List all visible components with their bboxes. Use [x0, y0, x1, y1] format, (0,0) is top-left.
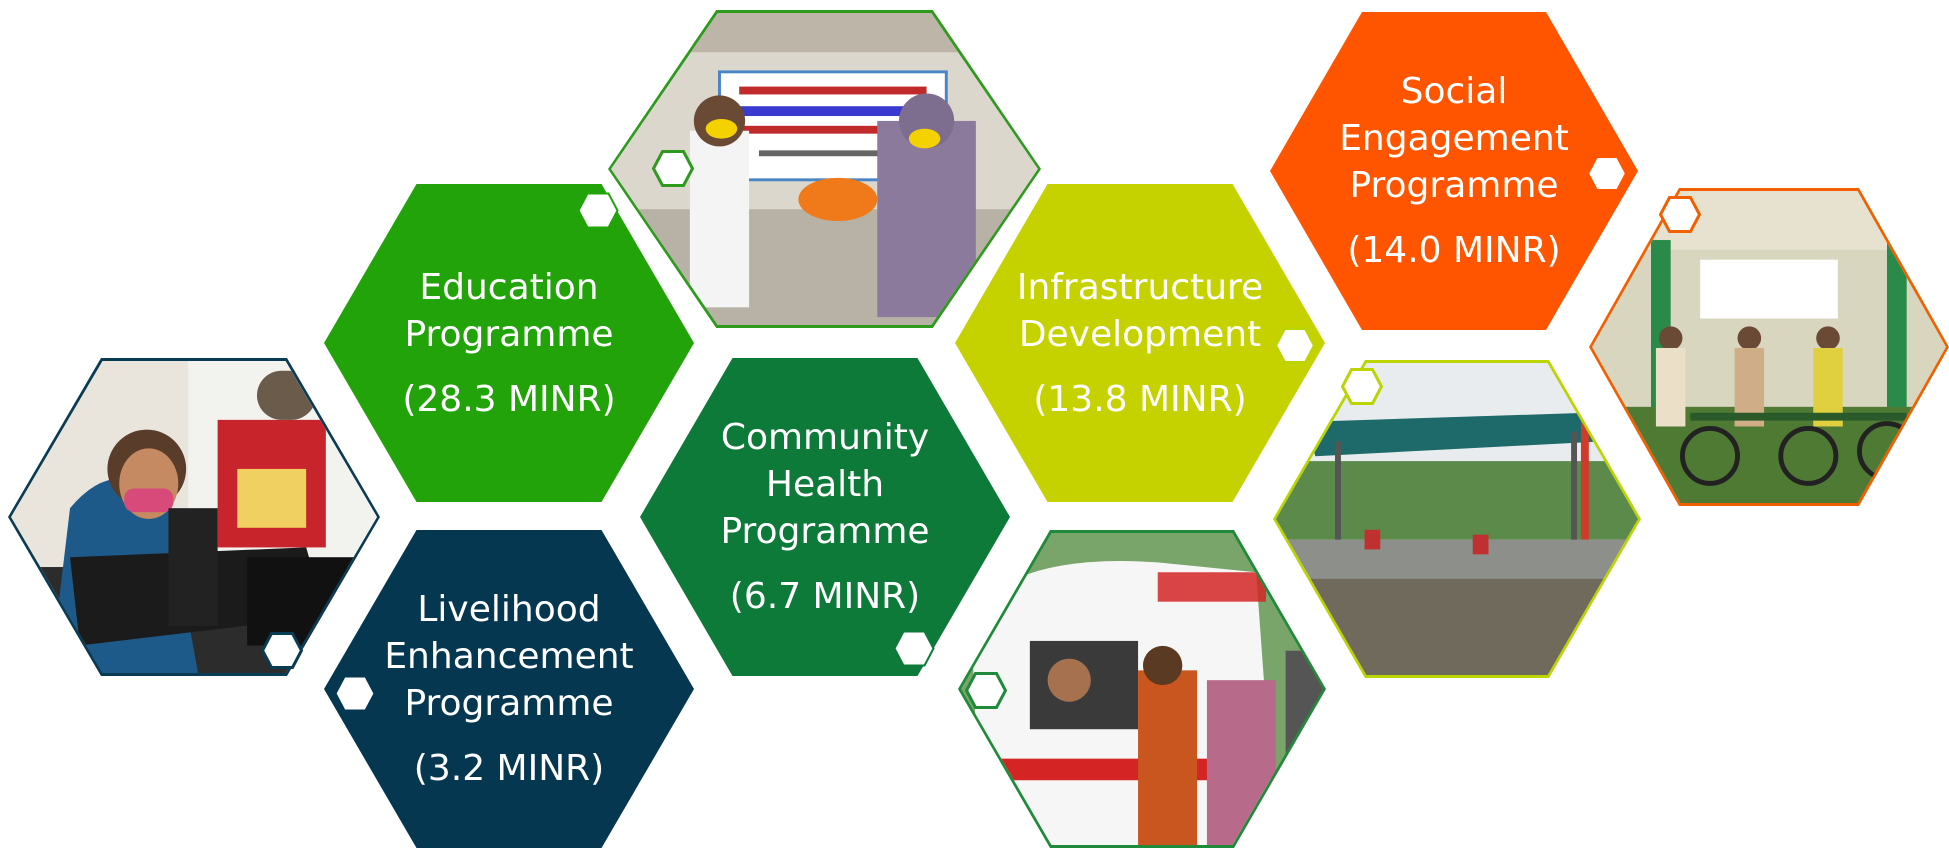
small-hexagon-icon	[1659, 196, 1701, 233]
infrastructure-development-amount: (13.8 MINR)	[1033, 378, 1247, 420]
small-hexagon-icon	[965, 672, 1007, 709]
community-health-programme-amount: (6.7 MINR)	[729, 576, 921, 617]
small-hexagon-icon	[1341, 368, 1383, 405]
small-hexagon-icon	[577, 192, 619, 229]
community-health-programme-title: Community Health Programme	[720, 417, 930, 552]
infrastructure-development-hex: Infrastructure Development (13.8 MINR)	[955, 184, 1325, 502]
education-programme-amount: (28.3 MINR)	[402, 378, 616, 420]
education-programme-title: Education Programme	[404, 266, 614, 355]
livelihood-programme-title: Livelihood Enhancement Programme	[384, 589, 634, 724]
tailoring-photo-hex	[8, 358, 380, 676]
social-engagement-programme-hex: Social Engagement Programme (14.0 MINR)	[1270, 12, 1638, 330]
tricycle-distribution-photo	[1592, 191, 1946, 503]
social-engagement-programme-title: Social Engagement Programme	[1339, 71, 1569, 206]
ambulance-photo	[961, 533, 1323, 845]
ambulance-photo-hex	[958, 530, 1326, 848]
education-programme-hex: Education Programme (28.3 MINR)	[324, 184, 694, 502]
livelihood-programme-hex: Livelihood Enhancement Programme (3.2 MI…	[324, 530, 694, 848]
tricycles-photo-hex	[1589, 188, 1949, 506]
small-hexagon-icon	[652, 150, 694, 187]
infrastructure-development-title: Infrastructure Development	[1016, 266, 1264, 355]
social-engagement-programme-amount: (14.0 MINR)	[1347, 230, 1561, 271]
community-health-programme-hex: Community Health Programme (6.7 MINR)	[640, 358, 1010, 676]
small-hexagon-icon	[261, 632, 303, 669]
small-hexagon-icon	[893, 630, 935, 667]
sewing-machine-photo	[11, 361, 377, 673]
livelihood-programme-amount: (3.2 MINR)	[413, 748, 605, 789]
shed-photo-hex	[1273, 360, 1641, 678]
small-hexagon-icon	[334, 675, 376, 712]
shed-construction-photo	[1276, 363, 1638, 675]
small-hexagon-icon	[1274, 327, 1316, 364]
small-hexagon-icon	[1586, 155, 1628, 192]
